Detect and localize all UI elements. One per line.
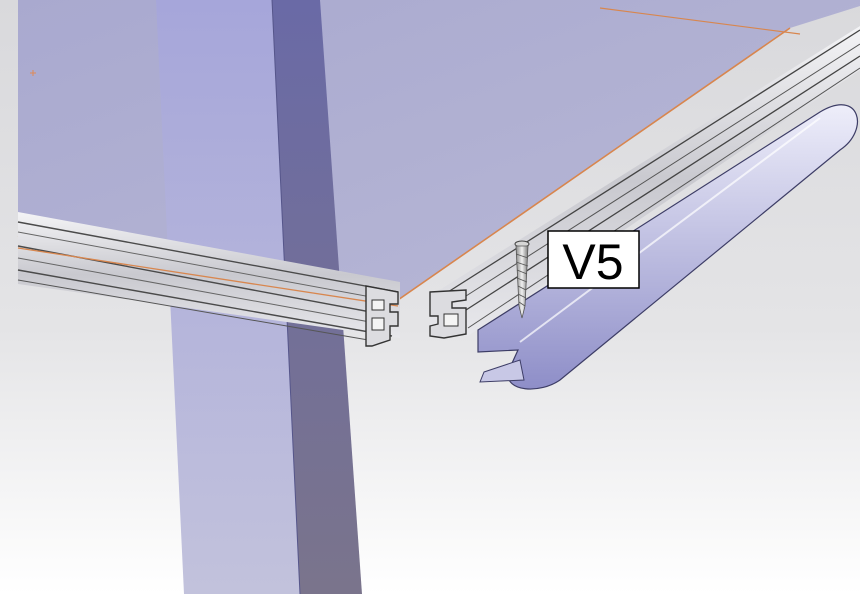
left-profile: [17, 212, 400, 347]
callout-label-v5: V5: [547, 230, 640, 290]
cover-strip: [477, 104, 858, 390]
screw: [514, 240, 530, 319]
callout-text: V5: [562, 234, 623, 290]
